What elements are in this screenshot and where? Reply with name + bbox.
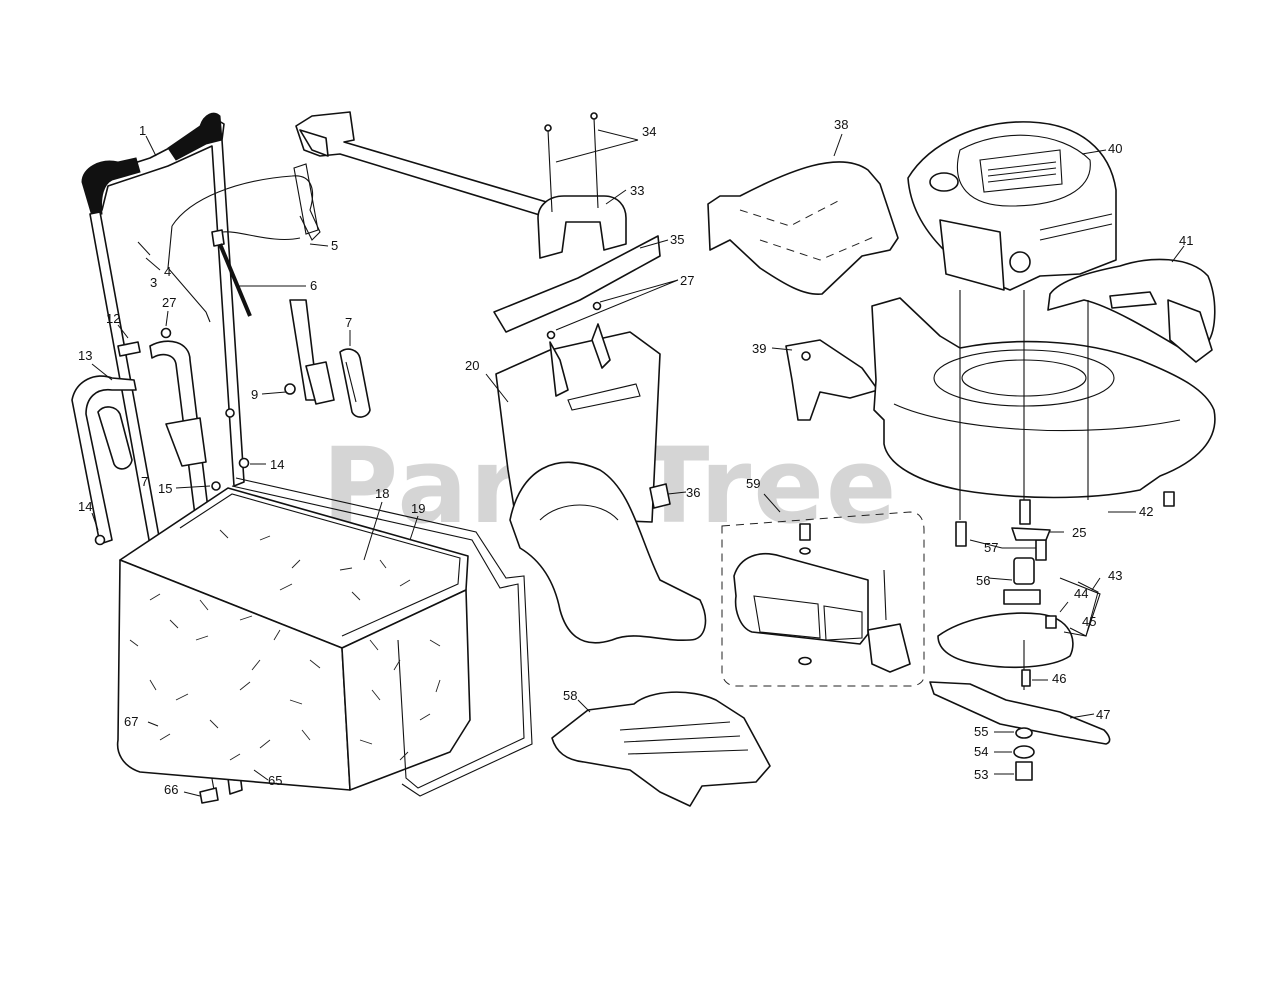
callout-7-left: 7 xyxy=(141,474,148,489)
callout-45: 45 xyxy=(1082,614,1096,629)
callout-3: 3 xyxy=(150,275,157,290)
grass-bag xyxy=(116,477,533,797)
bracket-43 xyxy=(1063,581,1099,637)
callout-33: 33 xyxy=(630,183,644,198)
callout-7-right: 7 xyxy=(345,315,352,330)
callout-25: 25 xyxy=(1072,525,1086,540)
callout-36: 36 xyxy=(686,485,700,500)
callout-59: 59 xyxy=(746,476,760,491)
callout-40: 40 xyxy=(1108,141,1122,156)
callout-14-left: 14 xyxy=(78,499,92,514)
callout-12: 12 xyxy=(106,311,120,326)
callout-66: 66 xyxy=(164,782,178,797)
callout-41: 41 xyxy=(1179,233,1193,248)
callout-46: 46 xyxy=(1052,671,1066,686)
callout-53: 53 xyxy=(974,767,988,782)
callout-58: 58 xyxy=(563,688,577,703)
bolt-36 xyxy=(649,483,671,509)
callout-43: 43 xyxy=(1108,568,1122,583)
callout-47: 47 xyxy=(1096,707,1110,722)
nut-9 xyxy=(284,383,296,395)
callout-67: 67 xyxy=(124,714,138,729)
discharge-chute xyxy=(495,323,707,644)
callout-35: 35 xyxy=(670,232,684,247)
mulch-cover xyxy=(551,691,771,807)
callouts: 1 3 4 5 6 7 7 9 12 13 14 14 15 18 19 20 … xyxy=(78,117,1193,797)
callout-27-left: 27 xyxy=(162,295,176,310)
callout-15: 15 xyxy=(158,481,172,496)
callout-34: 34 xyxy=(642,124,656,139)
engine xyxy=(907,121,1117,291)
handle-top-bar xyxy=(295,111,661,340)
leader-lines xyxy=(91,129,1185,797)
callout-55: 55 xyxy=(974,724,988,739)
mulch-kit-box xyxy=(721,511,925,687)
callout-44: 44 xyxy=(1074,586,1088,601)
callout-56: 56 xyxy=(976,573,990,588)
right-grip xyxy=(167,112,223,161)
callout-39: 39 xyxy=(752,341,766,356)
callout-20: 20 xyxy=(465,358,479,373)
callout-27-right: 27 xyxy=(680,273,694,288)
blade-assembly xyxy=(929,290,1175,781)
left-grip xyxy=(81,157,141,217)
callout-9: 9 xyxy=(251,387,258,402)
callout-5: 5 xyxy=(331,238,338,253)
callout-54: 54 xyxy=(974,744,988,759)
callout-4: 4 xyxy=(164,264,171,279)
callout-57: 57 xyxy=(984,540,998,555)
callout-19: 19 xyxy=(411,501,425,516)
mower-deck xyxy=(707,161,1216,499)
callout-14-right: 14 xyxy=(270,457,284,472)
callout-18: 18 xyxy=(375,486,389,501)
callout-65: 65 xyxy=(268,773,282,788)
callout-42: 42 xyxy=(1139,504,1153,519)
callout-6: 6 xyxy=(310,278,317,293)
callout-13: 13 xyxy=(78,348,92,363)
callout-38: 38 xyxy=(834,117,848,132)
callout-1: 1 xyxy=(139,123,146,138)
